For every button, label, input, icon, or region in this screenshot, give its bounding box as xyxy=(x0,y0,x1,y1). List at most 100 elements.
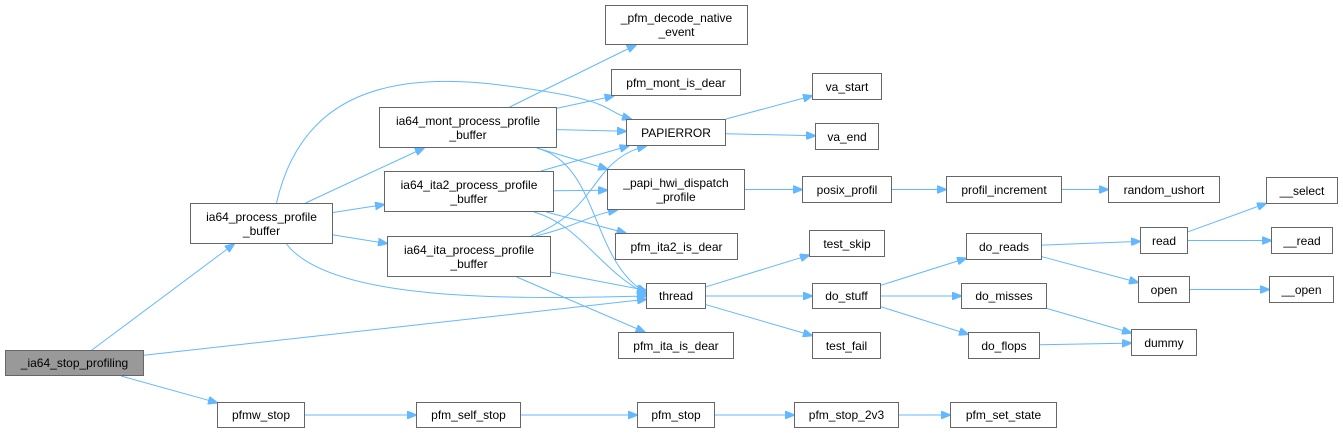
node-label: test_fail xyxy=(825,338,868,353)
edge-ita-to-thread xyxy=(550,271,646,290)
node-label: _buffer xyxy=(449,127,487,142)
edge-mont-to-thread xyxy=(536,147,646,293)
node-dummy[interactable]: dummy xyxy=(1131,329,1197,356)
node-pfm-stop-2v3[interactable]: pfm_stop_2v3 xyxy=(794,402,899,428)
node-thread[interactable]: thread xyxy=(646,283,706,309)
node-ia64-ita-process-profile-buffer[interactable]: ia64_ita_process_profile_buffer xyxy=(387,236,551,277)
edge-dostuff-to-doreads xyxy=(880,258,966,286)
edge-doreads-to-open xyxy=(1041,256,1138,283)
edge-ita-to-papierror xyxy=(530,146,646,237)
node-pfm-decode-native-event[interactable]: _pfm_decode_native_event xyxy=(605,5,748,45)
node-underscore-read[interactable]: __read xyxy=(1271,227,1333,254)
edge-ippb-to-papierror xyxy=(276,80,632,204)
node-pfm-stop[interactable]: pfm_stop xyxy=(637,402,715,428)
node-open[interactable]: open xyxy=(1138,276,1190,303)
node-ia64-stop-profiling: _ia64_stop_profiling xyxy=(5,350,144,376)
node-test-fail[interactable]: test_fail xyxy=(812,332,881,359)
node-papi-hwi-dispatch-profile[interactable]: _papi_hwi_dispatch_profile xyxy=(607,169,745,210)
node-label: pfm_self_stop xyxy=(431,408,506,422)
node-label: __open xyxy=(1281,282,1322,297)
edge-ippb-to-ita xyxy=(332,234,387,244)
node-ia64-ita2-process-profile-buffer[interactable]: ia64_ita2_process_profile_buffer xyxy=(384,171,554,212)
edge-thread-to-testfail xyxy=(705,304,812,336)
node-label: do_reads xyxy=(978,239,1030,254)
node-label: ia64_process_profile xyxy=(206,209,317,224)
node-label: profil_increment xyxy=(961,182,1047,197)
node-label: pfm_mont_is_dear xyxy=(626,75,726,90)
node-pfmw-stop[interactable]: pfmw_stop xyxy=(217,402,305,428)
node-label: va_start xyxy=(825,79,869,94)
node-label: open xyxy=(1150,282,1178,297)
node-select[interactable]: __select xyxy=(1266,177,1338,204)
node-pfm-ita2-is-dear[interactable]: pfm_ita2_is_dear xyxy=(615,233,738,260)
node-label: _profile xyxy=(656,189,696,204)
node-label: _event xyxy=(658,25,695,39)
edge-ippb-to-ita2 xyxy=(332,205,384,213)
node-label: do_misses xyxy=(975,289,1033,303)
node-label: _ia64_stop_profiling xyxy=(20,356,129,370)
edge-doreads-to-read xyxy=(1041,241,1140,245)
node-do-stuff[interactable]: do_stuff xyxy=(812,283,881,309)
edge-root-to-thread xyxy=(143,299,646,356)
node-read[interactable]: read xyxy=(1140,227,1188,254)
node-profil-increment[interactable]: profil_increment xyxy=(946,176,1062,203)
edge-ita-to-dispatch xyxy=(535,210,617,237)
node-va-end[interactable]: va_end xyxy=(815,123,879,150)
node-label: ia64_ita2_process_profile xyxy=(400,177,538,192)
node-do-flops[interactable]: do_flops xyxy=(968,332,1040,359)
node-label: pfm_set_state xyxy=(965,408,1042,422)
node-label: _pfm_decode_native xyxy=(620,11,733,25)
node-pfm-set-state[interactable]: pfm_set_state xyxy=(950,402,1057,428)
node-label: ia64_mont_process_profile xyxy=(395,113,541,128)
node-pfm-ita-is-dear[interactable]: pfm_ita_is_dear xyxy=(618,332,734,359)
node-label: _buffer xyxy=(450,191,488,206)
node-do-reads[interactable]: do_reads xyxy=(966,233,1042,260)
edge-dostuff-to-doflops xyxy=(880,306,968,334)
node-label: thread xyxy=(658,289,694,303)
node-label: __select xyxy=(1279,183,1325,198)
node-label: pfmw_stop xyxy=(231,408,291,422)
node-label: PAPIERROR xyxy=(641,125,711,140)
edge-papierror-to-vastart xyxy=(725,96,812,120)
edge-domisses-to-dummy xyxy=(1046,308,1131,333)
node-label: pfm_stop xyxy=(651,408,701,422)
node-pfm-self-stop[interactable]: pfm_self_stop xyxy=(416,402,521,428)
node-label: read xyxy=(1151,233,1177,248)
edge-ita2-to-dispatch xyxy=(553,190,607,191)
node-random-ushort[interactable]: random_ushort xyxy=(1108,176,1220,203)
edge-mont-to-dispatch xyxy=(536,147,607,169)
edge-thread-to-testskip xyxy=(705,255,809,288)
node-label: random_ushort xyxy=(1123,182,1205,197)
node-label: test_skip xyxy=(823,236,871,251)
node-ia64-process-profile-buffer[interactable]: ia64_process_profile_buffer xyxy=(190,203,333,244)
edge-ita2-to-ita2dear xyxy=(546,211,625,233)
node-ia64-mont-process-profile-buffer[interactable]: ia64_mont_process_profile_buffer xyxy=(379,107,557,148)
edge-ippb-to-thread xyxy=(286,243,647,298)
edge-mont-to-decode xyxy=(509,45,636,108)
node-label: posix_profil xyxy=(816,182,878,197)
node-test-skip[interactable]: test_skip xyxy=(809,230,885,257)
edge-read-to-select xyxy=(1187,204,1266,233)
node-label: dummy xyxy=(1144,335,1184,350)
edge-ita2-to-thread xyxy=(533,211,646,294)
edge-mont-to-montdear xyxy=(556,96,614,109)
node-label: _buffer xyxy=(450,256,488,271)
node-posix-profil[interactable]: posix_profil xyxy=(802,176,892,203)
node-label: do_flops xyxy=(981,338,1027,353)
edge-papierror-to-vaend xyxy=(725,134,815,136)
node-va-start[interactable]: va_start xyxy=(812,73,882,100)
node-do-misses[interactable]: do_misses xyxy=(961,283,1047,309)
node-underscore-open[interactable]: __open xyxy=(1269,276,1334,303)
node-label: pfm_ita_is_dear xyxy=(633,338,719,353)
edge-mont-to-papierror xyxy=(556,130,626,132)
node-label: _papi_hwi_dispatch xyxy=(623,175,729,190)
node-label: pfm_stop_2v3 xyxy=(808,408,885,422)
edge-ita2-to-papierror xyxy=(540,146,629,172)
node-papierror[interactable]: PAPIERROR xyxy=(626,119,726,146)
edge-root-to-ippb xyxy=(91,244,234,351)
node-pfm-mont-is-dear[interactable]: pfm_mont_is_dear xyxy=(611,69,741,96)
node-label: ia64_ita_process_profile xyxy=(403,242,535,257)
node-label: do_stuff xyxy=(825,289,868,303)
node-label: va_end xyxy=(827,129,867,144)
